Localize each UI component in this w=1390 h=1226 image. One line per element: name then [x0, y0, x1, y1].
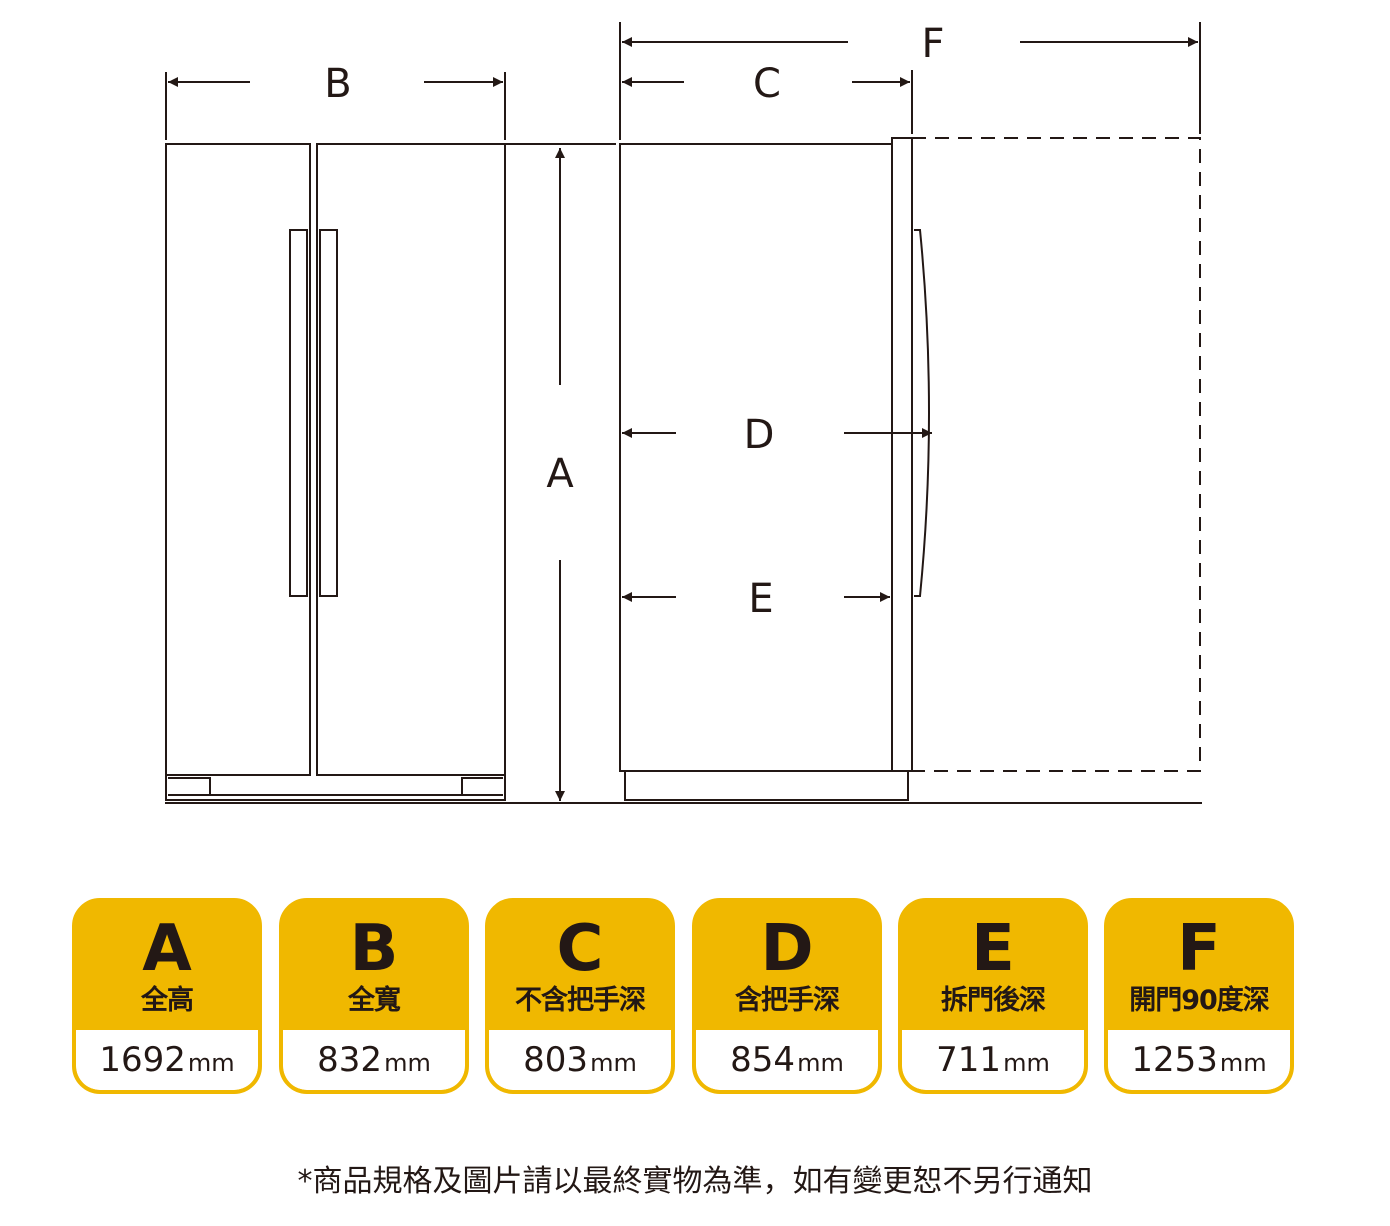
card-label: 全高 — [141, 985, 194, 1016]
card-label: 全寬 — [348, 985, 401, 1016]
left-door — [165, 143, 311, 776]
dimension-card-e: E 拆門後深 711mm — [898, 898, 1088, 1094]
front-view — [165, 143, 506, 801]
side-base — [624, 770, 909, 801]
card-label: 拆門後深 — [941, 985, 1046, 1016]
card-unit: mm — [1219, 1049, 1267, 1077]
side-handle — [914, 229, 930, 597]
dim-label-a: A — [546, 451, 574, 497]
dimension-card-b: B 全寬 832mm — [279, 898, 469, 1094]
card-number: 832 — [317, 1040, 383, 1080]
footnote: *商品規格及圖片請以最終實物為準，如有變更恕不另行通知 — [297, 1164, 1093, 1199]
card-letter: C — [556, 912, 604, 986]
card-label: 含把手深 — [735, 985, 840, 1016]
card-unit: mm — [384, 1049, 431, 1077]
card-value: 832mm — [283, 1030, 465, 1090]
dimension-card-f: F 開門90度深 1253mm — [1104, 898, 1294, 1094]
card-letter: D — [760, 912, 814, 986]
door-open-outline — [912, 137, 1201, 772]
dim-label-e: E — [748, 576, 773, 622]
card-unit: mm — [187, 1049, 235, 1077]
card-value: 1253mm — [1108, 1030, 1290, 1090]
card-unit: mm — [590, 1049, 637, 1077]
right-door — [316, 143, 506, 776]
card-number: 854 — [730, 1040, 796, 1080]
dimension-card-c: C 不含把手深 803mm — [485, 898, 675, 1094]
card-number: 1253 — [1131, 1040, 1218, 1080]
card-number: 711 — [936, 1040, 1002, 1080]
card-value: 854mm — [696, 1030, 878, 1090]
card-label: 不含把手深 — [515, 985, 646, 1016]
card-value: 803mm — [489, 1030, 671, 1090]
card-number: 1692 — [99, 1040, 186, 1080]
left-handle — [289, 229, 308, 597]
dimension-card-a: A 全高 1692mm — [72, 898, 262, 1094]
door-panel — [891, 137, 913, 772]
card-letter: A — [142, 912, 192, 986]
fridge-dimension-diagram: B F C A D E — [165, 21, 1202, 804]
dim-label-f: F — [921, 21, 944, 67]
dim-label-c: C — [753, 61, 781, 107]
front-base — [165, 775, 506, 801]
card-letter: E — [971, 912, 1015, 986]
dimension-card-d: D 含把手深 854mm — [692, 898, 882, 1094]
card-number: 803 — [523, 1040, 589, 1080]
card-value: 711mm — [902, 1030, 1084, 1090]
card-letter: F — [1177, 912, 1221, 986]
card-unit: mm — [1003, 1049, 1050, 1077]
right-handle — [319, 229, 338, 597]
dim-label-d: D — [744, 412, 775, 458]
card-label: 開門90度深 — [1129, 985, 1270, 1016]
card-letter: B — [349, 912, 399, 986]
side-view — [619, 137, 1201, 801]
card-unit: mm — [797, 1049, 844, 1077]
dimension-cards: A 全高 1692mm B 全寬 832mm C 不含把手深 803mm D 含… — [72, 898, 1298, 1094]
dim-label-b: B — [324, 61, 351, 107]
card-value: 1692mm — [76, 1030, 258, 1090]
